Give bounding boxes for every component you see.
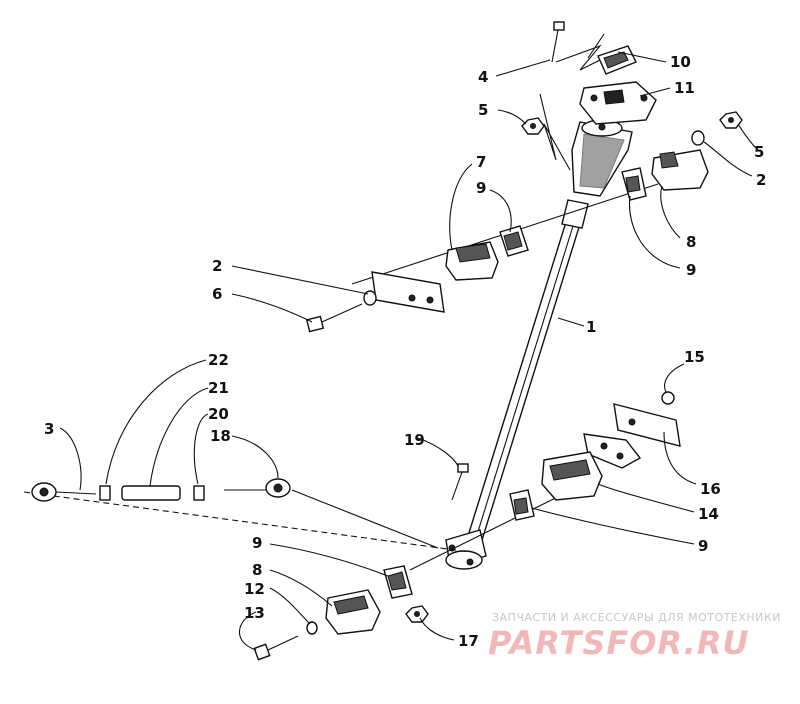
bracket-upper-left (371, 271, 445, 313)
callout-9-lower-right: 9 (698, 537, 708, 555)
block-part-7 (445, 241, 499, 281)
bolt-part-13 (253, 635, 299, 661)
callout-9-upper-right: 9 (686, 261, 696, 279)
tie-rod-end-part-18 (224, 478, 291, 498)
cap-part-11 (579, 81, 657, 125)
cap-part-10 (597, 45, 637, 75)
callout-15: 15 (684, 348, 705, 366)
bolt-part-4 (551, 21, 565, 63)
nut-part-5-right (719, 111, 743, 129)
tie-rod-end-part-3 (31, 482, 97, 502)
leader-lines (59, 51, 757, 651)
callout-6: 6 (212, 285, 222, 303)
callout-numbers: 4 10 11 5 5 2 7 9 8 9 2 6 1 22 21 20 18 … (44, 53, 766, 650)
watermark-brand-logo: PARTSFOR.RU (488, 624, 750, 662)
plate-part-16 (613, 403, 681, 447)
callout-7: 7 (476, 153, 486, 171)
washer-part-12 (306, 621, 318, 635)
callout-22: 22 (208, 351, 229, 369)
callout-10: 10 (670, 53, 691, 71)
callout-2-left: 2 (212, 257, 222, 275)
callout-20: 20 (208, 405, 229, 423)
callout-3: 3 (44, 420, 54, 438)
callout-14: 14 (698, 505, 719, 523)
jam-nut-part-20 (193, 485, 205, 501)
steering-post-part (445, 119, 633, 570)
callout-21: 21 (208, 379, 229, 397)
washer-part-2-left (363, 290, 377, 306)
washer-part-2-right (691, 130, 705, 146)
clamp-part-14 (541, 451, 603, 501)
callout-19: 19 (404, 431, 425, 449)
bushing-part-9-lower-left (383, 565, 413, 599)
callout-13: 13 (244, 604, 265, 622)
gasket-plate (583, 433, 642, 469)
bushing-part-9-lower-right (509, 489, 535, 521)
watermark-tagline: ЗАПЧАСТИ И АКСЕССУАРЫ ДЛЯ МОТОТЕХНИКИ (492, 611, 781, 624)
callout-11: 11 (674, 79, 695, 97)
bolt-part-19 (451, 463, 469, 501)
callout-16: 16 (700, 480, 721, 498)
jam-nut-part-22 (99, 485, 111, 501)
callout-9-upper-left: 9 (476, 179, 486, 197)
callout-4: 4 (478, 68, 488, 86)
nut-part-5-left (521, 117, 545, 135)
callout-8-lower: 8 (252, 561, 262, 579)
bushing-part-9-upper-left (499, 225, 529, 257)
callout-9-lower-left: 9 (252, 534, 262, 552)
clamp-part-8-upper (651, 149, 709, 191)
callout-17: 17 (458, 632, 479, 650)
callout-2-right: 2 (756, 171, 766, 189)
callout-18: 18 (210, 427, 231, 445)
callout-5-right: 5 (754, 143, 764, 161)
callout-12: 12 (244, 580, 265, 598)
nut-part-17 (405, 605, 429, 623)
callout-5-left: 5 (478, 101, 488, 119)
bolt-part-6 (305, 303, 363, 333)
clamp-part-8-lower (325, 589, 381, 635)
callout-8-upper: 8 (686, 233, 696, 251)
bushing-part-9-upper-right (621, 167, 647, 201)
callout-1: 1 (586, 318, 596, 336)
nut-part-15 (661, 391, 675, 405)
sleeve-part-21 (121, 485, 181, 501)
